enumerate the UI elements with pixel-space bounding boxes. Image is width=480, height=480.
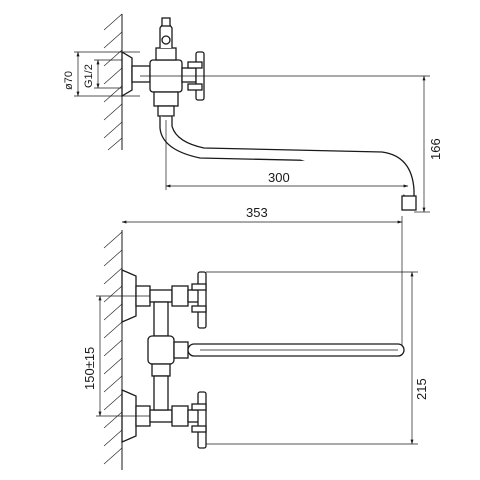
label-center-distance: 150±15 <box>82 347 97 390</box>
top-mixer-body <box>149 17 205 117</box>
front-spout <box>187 343 405 357</box>
center-distance-dimension <box>96 295 150 417</box>
height-dimension-166 <box>414 75 430 213</box>
label-thread: G1/2 <box>83 64 95 88</box>
diameter-dimension <box>74 51 140 97</box>
label-spout-height: 166 <box>428 138 443 160</box>
upper-inlet <box>121 269 207 329</box>
label-total-width: 353 <box>246 205 268 220</box>
top-wall-flange <box>121 50 151 98</box>
label-spout-reach: 300 <box>268 170 290 185</box>
front-view: 353 <box>82 205 429 470</box>
front-wall <box>103 230 123 470</box>
front-mixer-body <box>147 301 189 411</box>
width-dimension-353 <box>121 216 403 350</box>
top-wall <box>103 13 123 151</box>
reach-dimension-300 <box>165 120 409 190</box>
top-spout <box>159 116 417 211</box>
top-view: ø70 G1/2 <box>63 13 443 213</box>
label-diameter: ø70 <box>63 71 75 90</box>
label-outlet-height: 215 <box>414 378 429 400</box>
